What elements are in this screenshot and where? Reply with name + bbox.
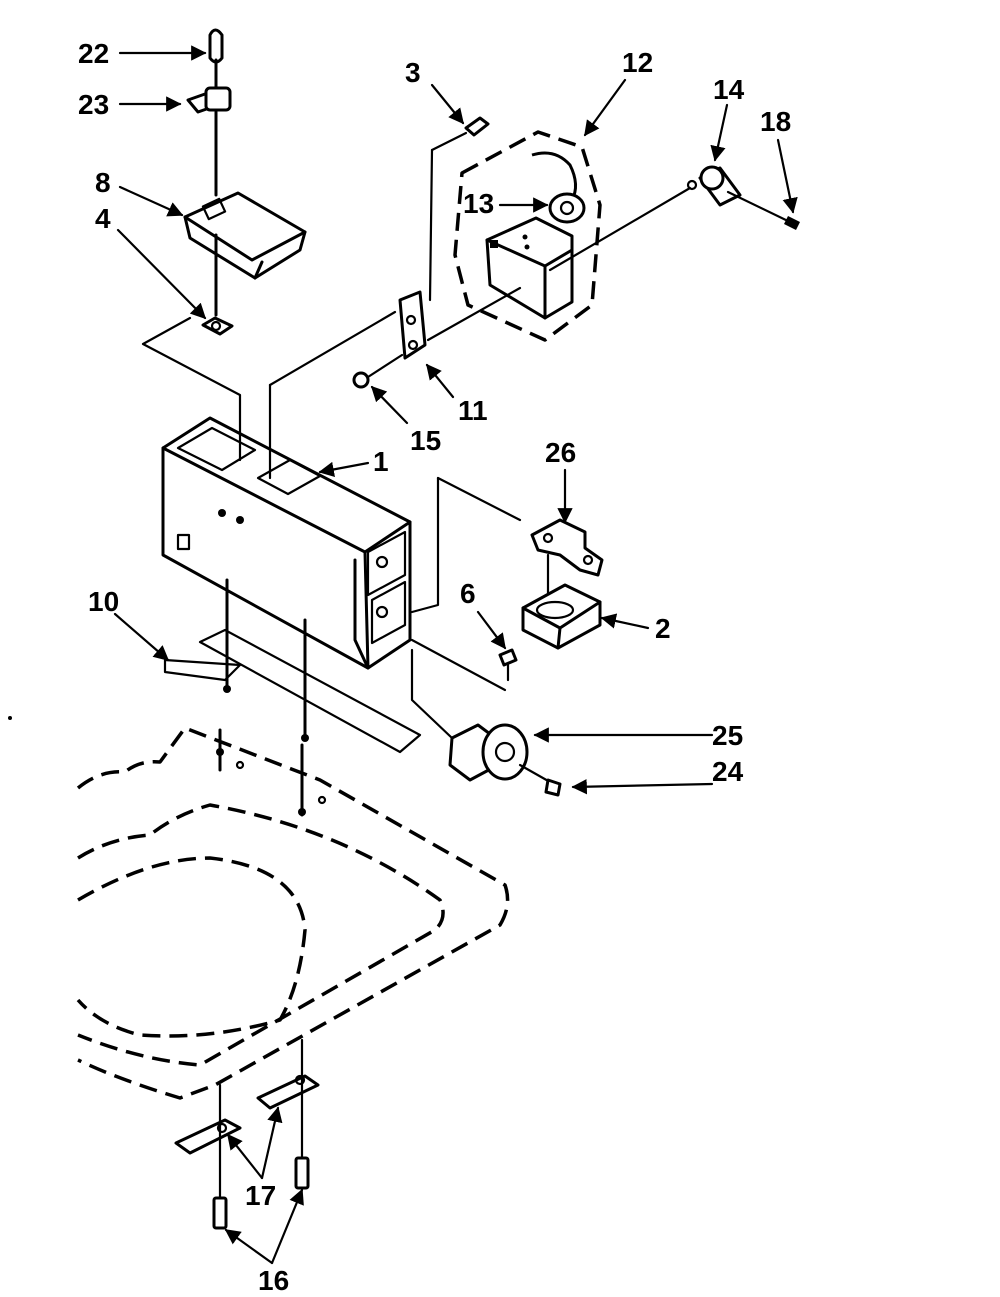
label-22: 22 (78, 38, 109, 69)
label-17: 17 (245, 1180, 276, 1211)
label-2: 2 (655, 613, 671, 644)
console-box (161, 416, 412, 670)
timer-motor-13 (531, 151, 586, 224)
knob-clip-22 (208, 28, 224, 90)
label-11: 11 (458, 395, 488, 426)
screw-24 (518, 763, 562, 797)
label-23: 23 (78, 89, 109, 120)
label-10: 10 (88, 586, 119, 617)
label-24: 24 (712, 756, 744, 787)
label-6: 6 (460, 578, 476, 609)
label-25: 25 (712, 720, 743, 751)
label-15: 15 (410, 425, 441, 456)
screw-16-left (212, 1196, 228, 1230)
nut-4 (141, 316, 242, 462)
label-18: 18 (760, 106, 791, 137)
cover-plate-8 (183, 191, 307, 317)
label-12: 12 (622, 47, 653, 78)
mounting-screws (216, 578, 327, 817)
connector-25 (410, 648, 529, 782)
screw-18 (726, 190, 800, 230)
screw-16-right (294, 1156, 310, 1190)
label-14: 14 (713, 74, 745, 105)
label-3: 3 (405, 57, 421, 88)
bracket-17-left (174, 1083, 242, 1202)
label-16: 16 (258, 1265, 289, 1296)
label-1: 1 (373, 446, 389, 477)
screw-15 (352, 353, 404, 389)
timer-assembly-12 (426, 130, 602, 342)
label-26: 26 (545, 437, 576, 468)
switch-14 (548, 165, 742, 272)
label-4: 4 (95, 203, 111, 234)
label-13: 13 (463, 188, 494, 219)
bracket-26 (410, 476, 604, 614)
screw-3 (428, 116, 490, 302)
label-8: 8 (95, 167, 111, 198)
bracket-11 (268, 290, 427, 480)
knob-23 (186, 86, 232, 197)
housing-2 (521, 583, 602, 650)
bracket-17-right (256, 1038, 320, 1162)
washer-top-panel (76, 726, 510, 1100)
screw-6 (410, 638, 518, 692)
leader-arrows (113, 45, 798, 1265)
